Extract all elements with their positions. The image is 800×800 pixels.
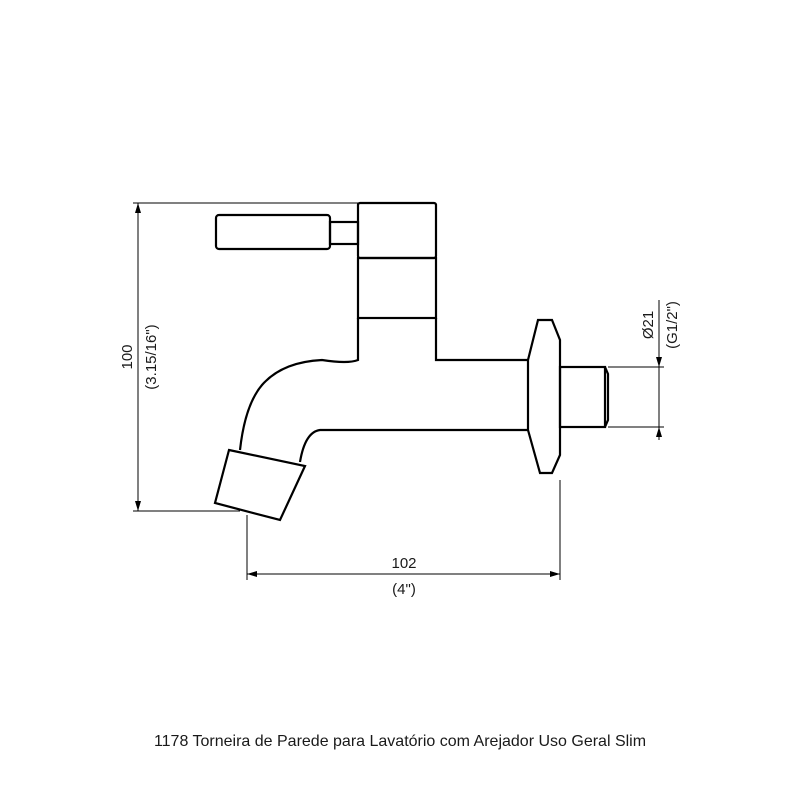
handle-block [356,201,438,260]
thread-inches: (G1/2") [664,301,681,349]
height-arrow-bottom [135,501,141,511]
thread-arrow-top [656,357,662,367]
upper-collar [356,256,438,320]
threaded-connector [558,365,607,429]
width-arrow-right [550,571,560,577]
product-caption: 1178 Torneira de Parede para Lavatório c… [153,733,647,750]
wall-flange [526,318,562,475]
width-inches: (4") [392,581,416,598]
width-value: 102 [391,555,416,572]
height-value: 100 [119,344,136,369]
thread-value: Ø21 [640,311,657,339]
thread-end [603,366,610,428]
height-arrow-top [135,203,141,213]
thread-arrow-bottom [656,427,662,437]
handle-lever [214,213,332,251]
handle-stem [328,220,360,246]
height-inches: (3.15/16") [143,324,160,389]
aerator [213,448,307,522]
width-arrow-left [247,571,257,577]
faucet-body [238,318,528,463]
